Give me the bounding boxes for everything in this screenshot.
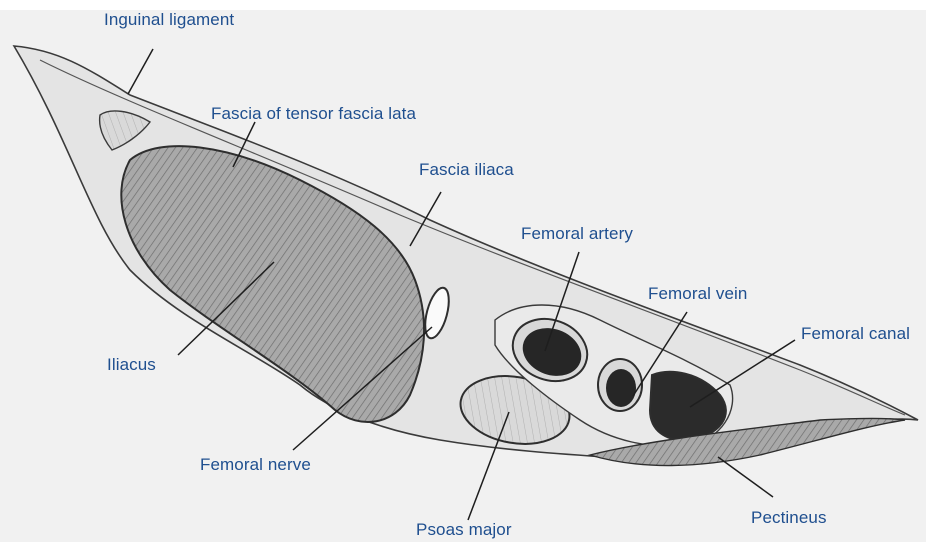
femoral-vein-lumen [606, 369, 636, 407]
label-pectineus: Pectineus [751, 508, 827, 528]
label-inguinal-ligament: Inguinal ligament [104, 10, 234, 30]
label-psoas-major: Psoas major [416, 520, 512, 540]
label-iliacus: Iliacus [107, 355, 156, 375]
label-fascia-tensor: Fascia of tensor fascia lata [211, 104, 416, 124]
label-femoral-nerve: Femoral nerve [200, 455, 311, 475]
label-femoral-vein: Femoral vein [648, 284, 747, 304]
label-fascia-iliaca: Fascia iliaca [419, 160, 514, 180]
label-femoral-artery: Femoral artery [521, 224, 633, 244]
label-femoral-canal: Femoral canal [801, 324, 910, 344]
